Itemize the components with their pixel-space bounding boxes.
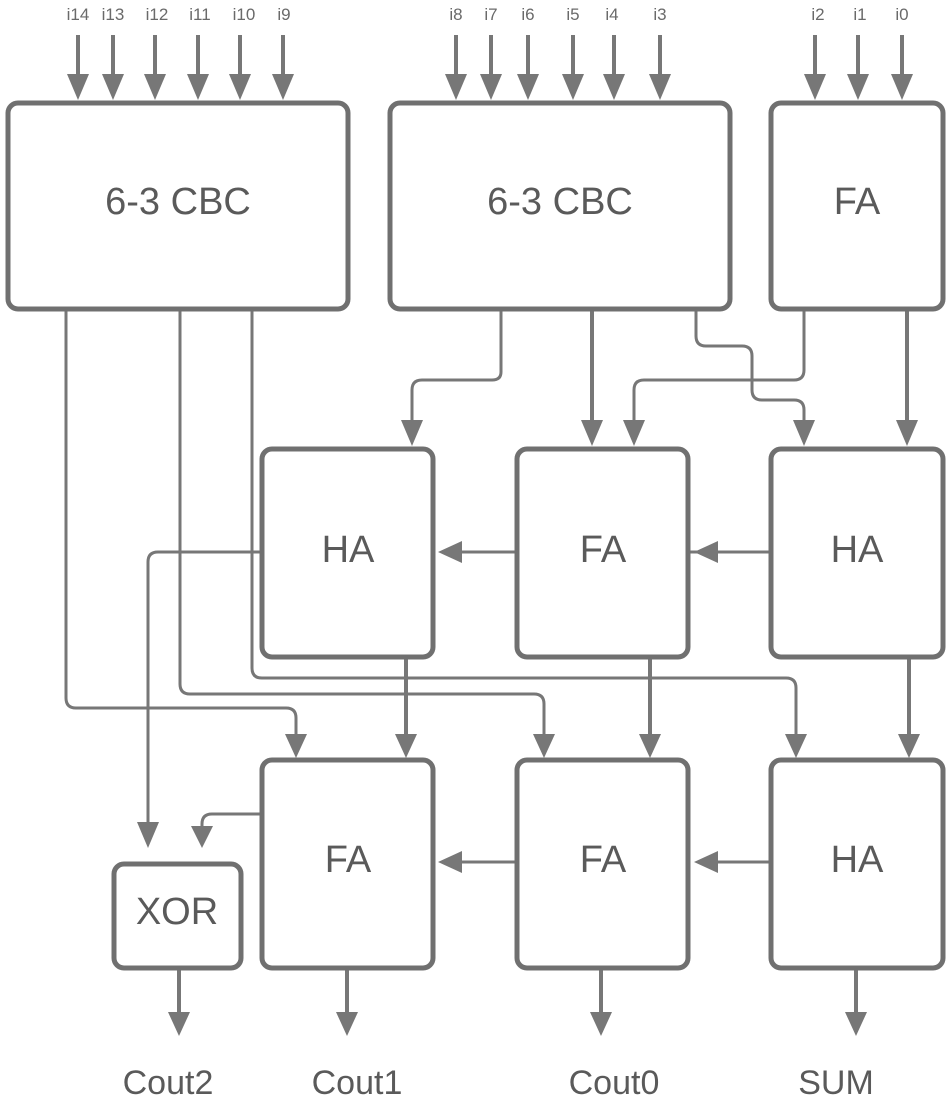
output-label-cout2: Cout2 [123, 1064, 214, 1102]
input-arrow-i0 [891, 35, 913, 100]
block-fa-r3-left: FA [259, 757, 436, 971]
input-label-i13: i13 [102, 5, 125, 24]
input-arrow-i9 [272, 35, 294, 100]
output-label-cout0: Cout0 [569, 1064, 660, 1102]
block-fa-top-label: FA [834, 181, 881, 223]
block-cbc-mid-label: 6-3 CBC [487, 181, 633, 223]
input-label-i5: i5 [566, 5, 579, 24]
wire-cbc-left-to-fa-r3-mid [178, 310, 546, 738]
block-xor: XOR [111, 861, 244, 971]
input-label-i12: i12 [146, 5, 169, 24]
block-fa-r2-mid-label: FA [580, 529, 627, 571]
block-fa-r3-left-label: FA [325, 839, 372, 881]
input-arrow-i11 [187, 35, 209, 100]
input-label-i10: i10 [233, 5, 256, 24]
input-arrows [67, 35, 913, 100]
block-ha-r3-right-label: HA [831, 839, 884, 881]
input-label-i2: i2 [811, 5, 824, 24]
block-fa-r2-mid: FA [514, 446, 691, 660]
block-cbc-left: 6-3 CBC [5, 100, 351, 312]
block-ha-r2-right: HA [768, 446, 946, 660]
wire-ha-r2-left-to-xor [146, 550, 262, 826]
input-label-i11: i11 [189, 5, 210, 24]
wire-fa-r3-left-to-xor [200, 812, 262, 830]
input-arrow-i12 [144, 35, 166, 100]
wire-cbc-mid-to-ha-r2-left [410, 310, 503, 424]
input-label-i6: i6 [521, 5, 534, 24]
connection-wires [64, 310, 920, 1036]
input-label-i9: i9 [277, 5, 290, 24]
output-labels: Cout2 Cout1 Cout0 SUM [123, 1064, 874, 1102]
wire-cbc-left-to-ha-r3-right [250, 310, 798, 738]
input-arrow-i2 [804, 35, 826, 100]
block-fa-top: FA [768, 100, 946, 312]
block-cbc-left-label: 6-3 CBC [105, 181, 251, 223]
input-arrow-i13 [102, 35, 124, 100]
block-ha-r2-left: HA [259, 446, 436, 660]
input-arrow-i14 [67, 35, 89, 100]
input-label-i3: i3 [653, 5, 666, 24]
input-arrow-i8 [445, 35, 467, 100]
block-ha-r2-right-label: HA [831, 529, 884, 571]
input-label-i0: i0 [895, 5, 908, 24]
input-label-i1: i1 [853, 5, 866, 24]
input-arrow-i3 [649, 35, 671, 100]
wire-cbc-mid-to-ha-r2-right [694, 310, 806, 424]
block-ha-r3-right: HA [768, 757, 946, 971]
output-label-sum: SUM [798, 1064, 874, 1102]
input-label-i7: i7 [484, 5, 497, 24]
output-label-cout1: Cout1 [312, 1064, 403, 1102]
input-label-i4: i4 [605, 5, 618, 24]
block-fa-r3-mid-label: FA [580, 839, 627, 881]
block-fa-r3-mid: FA [514, 757, 691, 971]
block-ha-r2-left-label: HA [322, 529, 375, 571]
input-arrow-i7 [480, 35, 502, 100]
input-labels: i14 i13 i12 i11 i10 i9 i8 i7 i6 i5 i4 i3… [67, 5, 909, 24]
input-arrow-i6 [517, 35, 539, 100]
block-cbc-mid: 6-3 CBC [387, 100, 733, 312]
wire-fa-top-to-fa-r2-mid [632, 310, 806, 424]
input-arrow-i4 [603, 35, 625, 100]
input-arrow-i1 [847, 35, 869, 100]
block-xor-label: XOR [136, 891, 218, 933]
wire-cbc-left-to-fa-r3-left [64, 310, 298, 738]
input-label-i8: i8 [449, 5, 462, 24]
input-arrow-i5 [562, 35, 584, 100]
input-label-i14: i14 [67, 5, 90, 24]
input-arrow-i10 [229, 35, 251, 100]
